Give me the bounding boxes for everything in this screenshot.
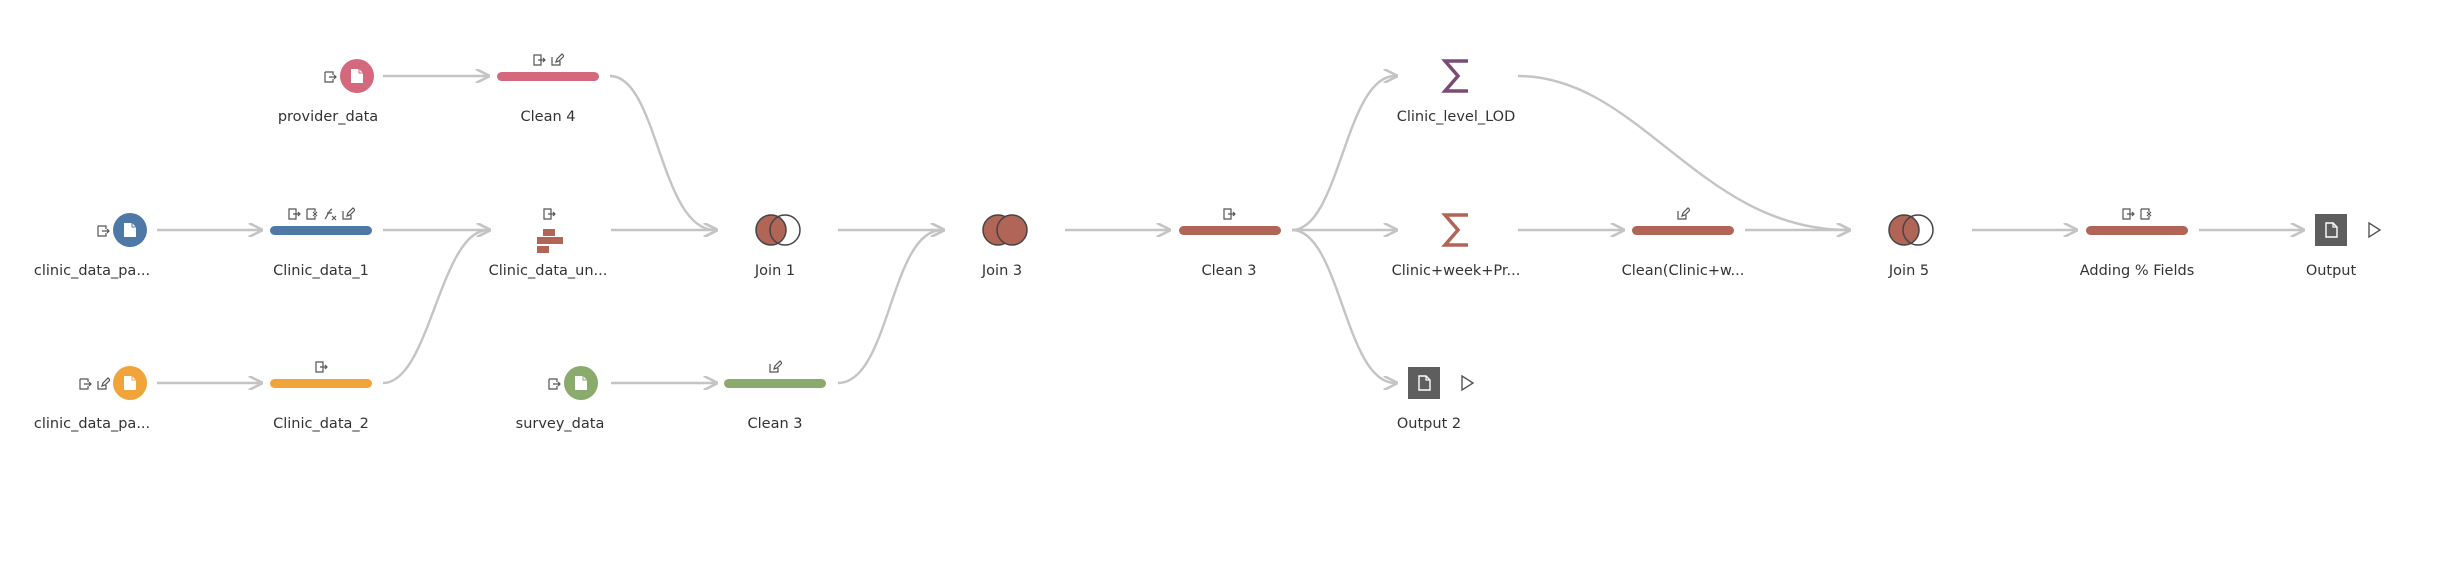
edit-icon (97, 377, 110, 390)
edge-lod-join5 (1517, 74, 1848, 230)
node-label: Clean 3 (1201, 263, 1257, 279)
join-icon[interactable] (977, 213, 1033, 247)
union-annotations (542, 206, 556, 222)
aggregate-sigma-icon[interactable] (1441, 57, 1471, 95)
input-icon (324, 71, 337, 83)
clinic-data-pa-2-annotations (78, 376, 110, 392)
edge-clean3-output2 (1291, 228, 1395, 383)
clean-step-bar[interactable] (1632, 225, 1734, 235)
clean-step-bar[interactable] (1179, 225, 1281, 235)
filter-icon (288, 208, 301, 220)
clinic-data-pa-1-annotations (96, 223, 110, 239)
node-label: Clean 4 (520, 109, 576, 125)
clinic-data-2-annotations (314, 359, 328, 375)
aggregate-sigma-icon[interactable] (1441, 211, 1471, 249)
edge-clean3-lod (1291, 76, 1395, 232)
node-label: Output (2305, 263, 2357, 279)
file-input-icon[interactable] (113, 213, 147, 247)
node-label: Output 2 (1396, 416, 1462, 432)
node-label: Clinic_data_un... (488, 263, 608, 279)
node-label: Clinic+week+Pr... (1391, 263, 1521, 279)
join-icon[interactable] (750, 213, 806, 247)
filter-icon (543, 208, 556, 220)
node-label: Clean(Clinic+w... (1621, 263, 1745, 279)
remove-icon (2140, 208, 2152, 220)
edit-icon (1677, 207, 1690, 220)
provider-data-annotations (323, 69, 337, 85)
node-label: Join 1 (754, 263, 796, 279)
clean-step-bar[interactable] (497, 71, 599, 81)
clean-3-survey-annotations (768, 359, 782, 375)
edit-icon (551, 53, 564, 66)
node-label: Clinic_data_2 (273, 416, 369, 432)
edge-clean3-join3 (837, 230, 942, 385)
node-label: Clinic_level_LOD (1396, 109, 1516, 125)
node-label: clinic_data_pa... (33, 263, 151, 279)
output-file-icon[interactable] (2315, 214, 2347, 246)
input-icon (97, 225, 110, 237)
union-icon[interactable] (535, 227, 565, 255)
input-icon (79, 378, 92, 390)
node-label: Join 3 (981, 263, 1023, 279)
survey-data-annotations (547, 376, 561, 392)
node-label: Clean 3 (747, 416, 803, 432)
filter-icon (533, 54, 546, 66)
clinic-data-1-annotations (287, 206, 355, 222)
file-input-icon[interactable] (113, 366, 147, 400)
edit-icon (342, 207, 355, 220)
clean-step-bar[interactable] (2086, 225, 2188, 235)
edge-clinic2-union (382, 230, 488, 385)
edit-icon (769, 360, 782, 373)
run-flow-icon[interactable] (2366, 221, 2382, 239)
node-label: Adding % Fields (2079, 263, 2195, 279)
filter-icon (315, 361, 328, 373)
clean-step-bar[interactable] (270, 378, 372, 388)
file-input-icon[interactable] (564, 366, 598, 400)
filter-icon (2122, 208, 2135, 220)
node-label: survey_data (515, 416, 605, 432)
node-label: Clinic_data_1 (273, 263, 369, 279)
input-icon (548, 378, 561, 390)
node-label: Join 5 (1888, 263, 1930, 279)
clean-clinic-w-annotations (1676, 206, 1690, 222)
calc-icon (324, 208, 337, 221)
remove-icon (306, 208, 318, 220)
edge-clean4-join1 (609, 74, 715, 230)
clean-4-annotations (532, 52, 564, 68)
adding-fields-annotations (2121, 206, 2153, 222)
node-label: clinic_data_pa... (33, 416, 151, 432)
file-input-icon[interactable] (340, 59, 374, 93)
clean-step-bar[interactable] (270, 225, 372, 235)
filter-icon (1223, 208, 1236, 220)
clean-3-annotations (1222, 206, 1236, 222)
join-icon[interactable] (1883, 213, 1939, 247)
node-label: provider_data (277, 109, 379, 125)
run-flow-icon[interactable] (1459, 374, 1475, 392)
clean-step-bar[interactable] (724, 378, 826, 388)
output-file-icon[interactable] (1408, 367, 1440, 399)
